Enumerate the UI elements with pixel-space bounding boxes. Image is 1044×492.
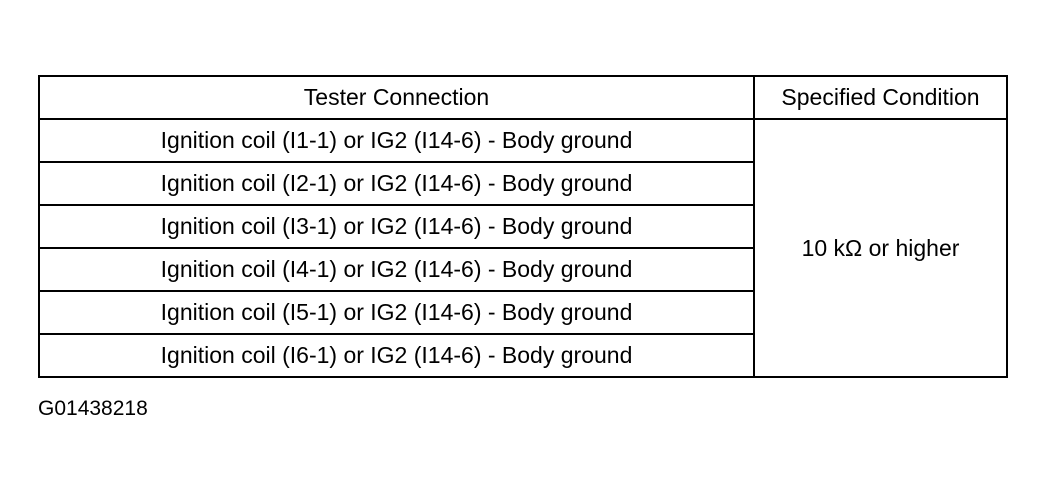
table-row: Ignition coil (I5-1) or IG2 (I14-6) - Bo… bbox=[38, 290, 1007, 335]
table-row: Ignition coil (I6-1) or IG2 (I14-6) - Bo… bbox=[38, 333, 1007, 378]
specified-condition-cell: 10 kΩ or higher bbox=[753, 118, 1008, 378]
table-row: Ignition coil (I2-1) or IG2 (I14-6) - Bo… bbox=[38, 161, 1007, 206]
tester-connection-cell: Ignition coil (I1-1) or IG2 (I14-6) - Bo… bbox=[38, 118, 755, 163]
header-tester-connection: Tester Connection bbox=[38, 75, 755, 120]
table-row: Ignition coil (I1-1) or IG2 (I14-6) - Bo… bbox=[38, 118, 1008, 378]
table-row: Ignition coil (I4-1) or IG2 (I14-6) - Bo… bbox=[38, 247, 1007, 292]
spec-table: Tester Connection Specified Condition Ig… bbox=[38, 75, 1008, 378]
tester-connection-cell: Ignition coil (I2-1) or IG2 (I14-6) - Bo… bbox=[38, 161, 755, 206]
header-row: Tester Connection Specified Condition bbox=[38, 75, 1008, 120]
tester-connection-cell: Ignition coil (I3-1) or IG2 (I14-6) - Bo… bbox=[38, 204, 755, 249]
tester-connection-cell: Ignition coil (I6-1) or IG2 (I14-6) - Bo… bbox=[38, 333, 755, 378]
header-specified-condition: Specified Condition bbox=[753, 75, 1008, 120]
figure-id: G01438218 bbox=[38, 397, 148, 420]
table-row: Ignition coil (I3-1) or IG2 (I14-6) - Bo… bbox=[38, 204, 1007, 249]
tester-connection-cell: Ignition coil (I5-1) or IG2 (I14-6) - Bo… bbox=[38, 290, 755, 335]
tester-connection-cell: Ignition coil (I4-1) or IG2 (I14-6) - Bo… bbox=[38, 247, 755, 292]
